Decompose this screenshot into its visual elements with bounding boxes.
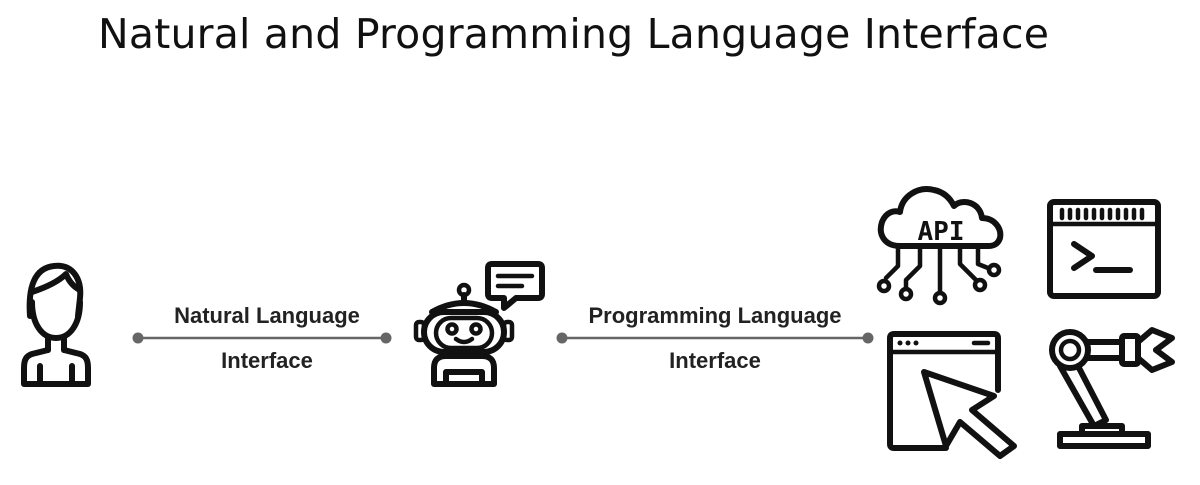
programming-language-connector — [556, 332, 874, 344]
connector-endpoint — [862, 332, 874, 344]
natural-language-interface-label: Interface — [221, 348, 313, 373]
connector-endpoint — [132, 332, 144, 344]
api-cloud-icon: API — [876, 186, 1004, 306]
robotic-arm-icon — [1049, 327, 1175, 449]
api-text: API — [918, 217, 965, 247]
natural-language-connector — [132, 332, 392, 344]
natural-language-label: Natural Language — [174, 303, 360, 328]
terminal-window-icon — [1047, 199, 1161, 299]
connector-endpoint — [556, 332, 568, 344]
programming-language-interface-label: Interface — [669, 348, 761, 373]
connector-endpoint — [380, 332, 392, 344]
robot-icon — [413, 261, 545, 387]
user-icon — [21, 262, 91, 387]
programming-language-label: Programming Language — [588, 303, 842, 328]
diagram-title: Natural and Programming Language Interfa… — [98, 10, 1050, 58]
browser-cursor-icon — [887, 331, 1017, 459]
